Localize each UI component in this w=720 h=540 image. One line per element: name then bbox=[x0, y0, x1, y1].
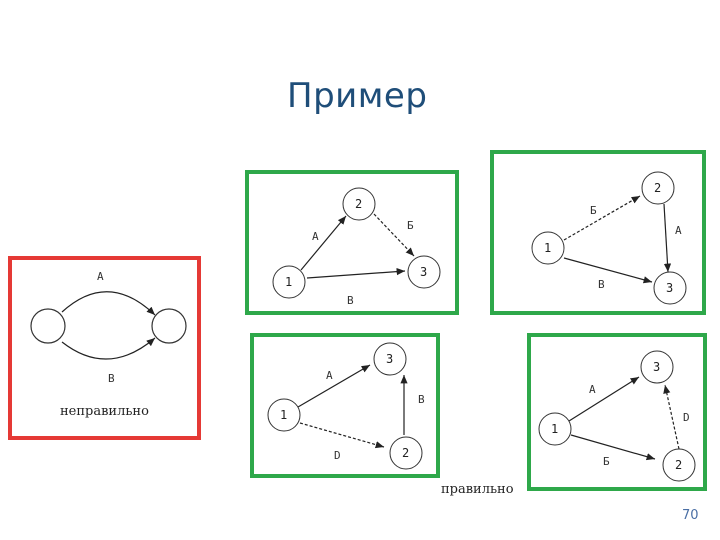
g1-node-2-label: 2 bbox=[355, 197, 362, 211]
g2-label-b: Б bbox=[590, 204, 597, 217]
g1-label-c: В bbox=[347, 294, 354, 307]
g4-label-b: Б bbox=[603, 455, 610, 468]
g3-node-3 bbox=[373, 342, 407, 376]
g4-node-1 bbox=[538, 412, 572, 446]
g1-node-3 bbox=[407, 255, 441, 289]
wrong-edge-label-a: A bbox=[97, 270, 104, 283]
g2-node-1-label: 1 bbox=[544, 241, 551, 255]
right-caption: правильно bbox=[441, 482, 514, 497]
g2-node-1 bbox=[531, 231, 565, 265]
right-graph-4: 3 1 2 A D Б bbox=[538, 350, 696, 482]
g2-edge-1-2 bbox=[563, 195, 641, 241]
g3-edge-1-3 bbox=[297, 364, 371, 408]
wrong-graph: A B bbox=[30, 270, 187, 385]
g4-edge-1-2 bbox=[570, 434, 656, 461]
wrong-example-frame: A B неправильно bbox=[8, 256, 201, 440]
g3-node-2-label: 2 bbox=[402, 446, 409, 460]
wrong-edge-label-b: B bbox=[108, 372, 115, 385]
g1-node-1-label: 1 bbox=[285, 275, 292, 289]
g3-label-b: B bbox=[418, 393, 425, 406]
g1-label-a: A bbox=[312, 230, 319, 243]
g1-node-1 bbox=[272, 265, 306, 299]
g2-label-a: A bbox=[675, 224, 682, 237]
g2-edge-2-3 bbox=[663, 203, 672, 273]
g4-label-d: D bbox=[683, 411, 690, 424]
g4-edge-1-3 bbox=[568, 376, 640, 422]
g1-node-3-label: 3 bbox=[420, 265, 427, 279]
g2-label-c: B bbox=[598, 278, 605, 291]
g4-node-3-label: 3 bbox=[653, 360, 660, 374]
wrong-node-right bbox=[151, 308, 187, 344]
wrong-edge-bottom bbox=[61, 337, 156, 360]
g4-node-1-label: 1 bbox=[551, 422, 558, 436]
wrong-node-left bbox=[30, 308, 66, 344]
page-number: 70 bbox=[682, 508, 699, 523]
right-example-2-frame: 2 1 3 Б A B bbox=[490, 150, 706, 315]
g1-node-2 bbox=[342, 187, 376, 221]
g3-node-1-label: 1 bbox=[280, 408, 287, 422]
right-example-4-frame: 3 1 2 A D Б bbox=[527, 333, 707, 491]
g4-edge-2-3 bbox=[663, 384, 680, 450]
g1-label-b: Б bbox=[407, 219, 414, 232]
g4-node-3 bbox=[640, 350, 674, 384]
wrong-edge-top bbox=[61, 291, 156, 316]
g3-node-1 bbox=[267, 398, 301, 432]
right-example-1-frame: 2 1 3 A Б В bbox=[245, 170, 459, 315]
g3-edge-1-2 bbox=[299, 422, 385, 449]
g2-node-3-label: 3 bbox=[666, 281, 673, 295]
g3-label-a: A bbox=[326, 369, 333, 382]
g3-node-3-label: 3 bbox=[386, 352, 393, 366]
right-graph-2: 2 1 3 Б A B bbox=[531, 171, 687, 305]
g2-node-2-label: 2 bbox=[654, 181, 661, 195]
wrong-caption: неправильно bbox=[60, 404, 149, 419]
g3-label-d: D bbox=[334, 449, 341, 462]
g1-edge-1-2 bbox=[300, 215, 347, 271]
g2-node-3 bbox=[653, 271, 687, 305]
g4-node-2-label: 2 bbox=[675, 458, 682, 472]
g2-edge-1-3 bbox=[563, 257, 653, 284]
right-example-3-frame: 3 1 2 A B D bbox=[250, 333, 440, 478]
right-graph-1: 2 1 3 A Б В bbox=[272, 187, 441, 307]
right-graph-3: 3 1 2 A B D bbox=[267, 342, 425, 470]
slide-title: Пример bbox=[287, 76, 428, 116]
g4-node-2 bbox=[662, 448, 696, 482]
g3-node-2 bbox=[389, 436, 423, 470]
g2-node-2 bbox=[641, 171, 675, 205]
g4-label-a: A bbox=[589, 383, 596, 396]
g1-edge-1-3 bbox=[306, 268, 406, 279]
